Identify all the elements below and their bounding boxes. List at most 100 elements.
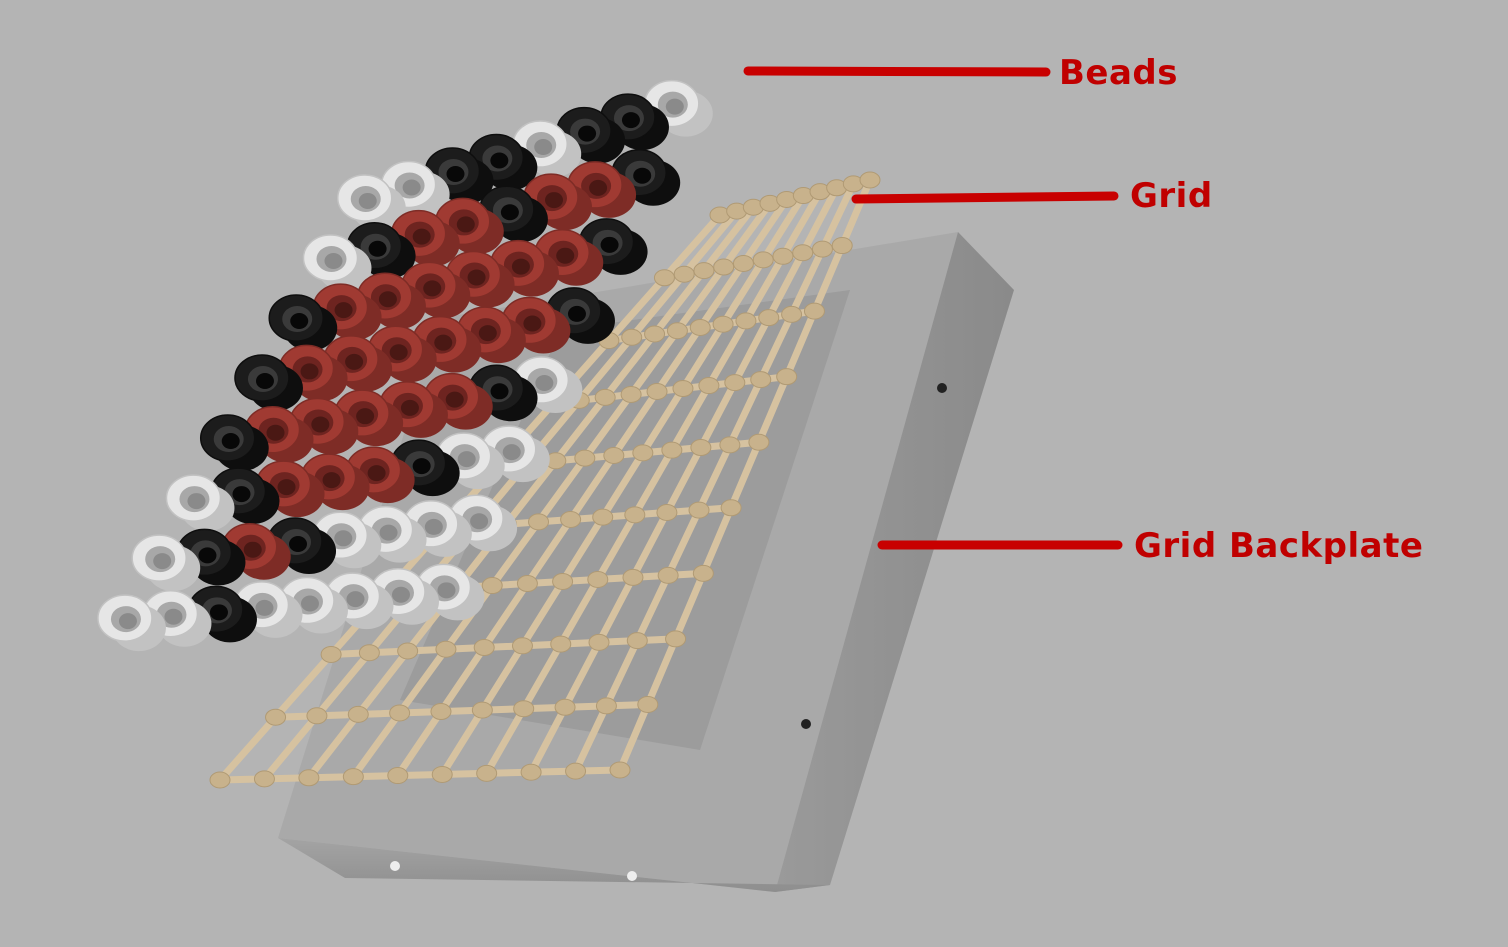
- bead-hole-depth: [534, 139, 553, 156]
- backplate-bottom-face: [278, 838, 830, 892]
- grid-bar-vertical: [572, 180, 857, 775]
- grid-peg: [781, 305, 803, 323]
- grid-peg: [609, 761, 631, 779]
- grid-bar-vertical: [305, 203, 757, 782]
- bead-hole-depth: [378, 291, 397, 308]
- grid-peg: [698, 377, 720, 395]
- bead-white: [302, 234, 372, 291]
- bead-white: [370, 567, 439, 625]
- bead-hole-depth: [467, 269, 486, 286]
- bead-hole-depth: [346, 591, 365, 608]
- bead-hole-depth: [164, 608, 183, 625]
- grid-peg: [431, 765, 453, 783]
- bead-black: [267, 517, 337, 575]
- grid-peg: [713, 258, 735, 276]
- grid-peg: [750, 371, 772, 389]
- grid-peg: [772, 247, 794, 265]
- bead-red: [379, 381, 448, 438]
- bead-black: [199, 414, 269, 472]
- grid-bar-vertical: [349, 199, 774, 781]
- callout-backplate: Grid Backplate: [877, 526, 1423, 566]
- label-beads: Beads: [1059, 53, 1178, 93]
- grid-bar-vertical: [394, 195, 791, 780]
- grid-peg: [673, 265, 695, 283]
- bead-array: [97, 79, 713, 652]
- bead-hole-depth: [523, 315, 542, 332]
- grid-peg: [435, 640, 457, 658]
- grid-peg: [776, 368, 798, 386]
- grid-peg: [620, 385, 642, 403]
- bead-hole-depth: [478, 325, 497, 342]
- grid-peg: [621, 328, 643, 346]
- bead-hole-depth: [556, 247, 575, 264]
- bead-black: [268, 294, 338, 351]
- bead-hole-depth: [255, 599, 274, 616]
- grid-peg: [720, 499, 742, 517]
- grid-bar-vertical: [483, 188, 824, 777]
- grid-peg: [306, 707, 328, 725]
- grid-peg: [792, 244, 814, 262]
- bead-hole-depth: [578, 125, 597, 142]
- bead-hole-depth: [255, 373, 274, 390]
- grid-peg: [665, 630, 687, 648]
- grid-peg: [594, 388, 616, 406]
- bead-white: [644, 79, 713, 137]
- bead-hole-depth: [446, 165, 465, 182]
- grid-peg: [692, 564, 714, 582]
- bead-hole-depth: [490, 383, 509, 400]
- backplate-side-face: [775, 232, 1014, 892]
- grid-peg: [624, 506, 646, 524]
- bead-hole-depth: [424, 518, 443, 535]
- bead-white: [131, 534, 201, 592]
- bead-hole-depth: [153, 553, 172, 570]
- grid-bar-horizontal: [272, 700, 652, 721]
- bead-red: [401, 261, 471, 319]
- grid-peg: [653, 269, 675, 287]
- grid-peg: [209, 771, 231, 789]
- grid-peg: [387, 767, 409, 785]
- bead-hole-depth: [368, 240, 387, 257]
- bead-hole-depth: [544, 192, 563, 209]
- bead-hole-depth: [511, 258, 530, 275]
- grid-peg: [859, 171, 881, 189]
- grid-peg: [690, 439, 712, 457]
- grid-peg: [831, 237, 853, 255]
- grid-peg: [646, 382, 668, 400]
- backplate-hole: [390, 861, 400, 871]
- bead-hole-depth: [391, 586, 410, 603]
- grid-bar-vertical: [260, 207, 741, 783]
- grid-peg: [389, 704, 411, 722]
- bead-hole-depth: [437, 582, 456, 599]
- grid-peg: [476, 764, 498, 782]
- bead-hole-depth: [311, 416, 330, 433]
- grid-bar-horizontal: [549, 373, 791, 407]
- bead-hole-depth: [187, 493, 206, 510]
- bead-hole-depth: [456, 216, 475, 233]
- grid-peg: [748, 433, 770, 451]
- callout-beads: Beads: [743, 53, 1178, 93]
- grid-peg: [587, 570, 609, 588]
- bead-hole-depth: [502, 444, 521, 461]
- bead-white: [97, 594, 166, 652]
- bead-white: [165, 474, 235, 532]
- grid-peg: [595, 697, 617, 715]
- grid-peg: [672, 380, 694, 398]
- grid-peg: [626, 632, 648, 650]
- grid-peg: [473, 639, 495, 657]
- bead-hole-depth: [412, 228, 431, 245]
- grid-peg: [656, 503, 678, 521]
- grid-peg: [752, 251, 774, 269]
- grid-peg: [560, 511, 582, 529]
- backplate-hole: [627, 871, 637, 881]
- bead-hole-depth: [389, 344, 408, 361]
- grid-peg: [342, 768, 364, 786]
- bead-hole-depth: [232, 486, 251, 503]
- grid-peg: [298, 769, 320, 787]
- leader-line-grid: [851, 191, 1119, 204]
- bead-red: [390, 209, 460, 267]
- bead-hole-depth: [345, 353, 364, 370]
- grid-peg: [550, 635, 572, 653]
- grid-peg: [347, 705, 369, 723]
- grid-peg: [516, 575, 538, 593]
